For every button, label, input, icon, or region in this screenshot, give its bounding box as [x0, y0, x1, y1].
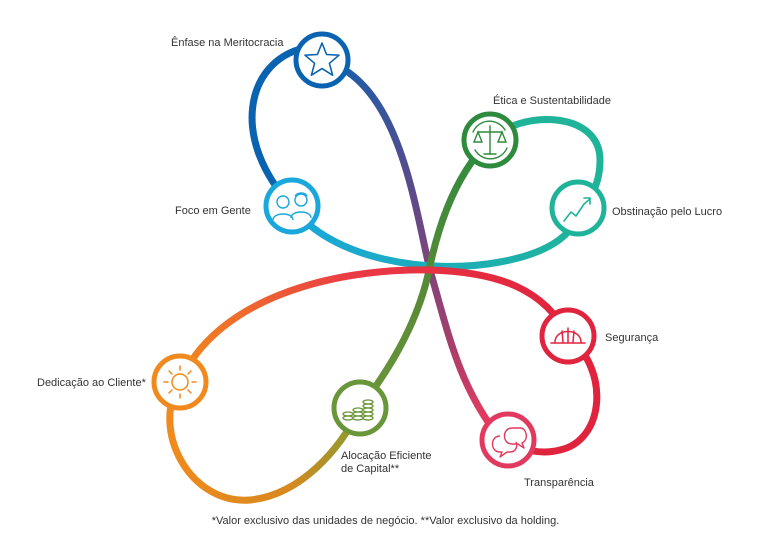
- scales-icon: [472, 120, 508, 160]
- node-transparencia: [479, 411, 537, 469]
- connecting-curves: [166, 44, 604, 504]
- node-lucro: [549, 179, 607, 237]
- footnote: *Valor exclusivo das unidades de negócio…: [211, 515, 560, 527]
- label-meritocracia: Ênfase na Meritocracia: [171, 37, 284, 49]
- speech-bubbles-icon: [491, 427, 527, 458]
- label-gente: Foco em Gente: [175, 205, 251, 217]
- label-cliente: Dedicação ao Cliente*: [37, 377, 146, 389]
- curve-meritocracia-gente: [248, 44, 308, 210]
- label-etica: Ética e Sustentabilidade: [493, 95, 612, 107]
- node-cliente: [151, 353, 209, 411]
- label-seguranca: Segurança: [605, 332, 659, 344]
- star-icon: [304, 42, 340, 76]
- label-lucro: Obstinação pelo Lucro: [612, 206, 723, 218]
- node-etica: [461, 111, 519, 169]
- chart-up-icon: [563, 197, 591, 222]
- hardhat-icon: [550, 327, 586, 344]
- node-meritocracia: [293, 31, 351, 89]
- node-alocacao: [331, 379, 389, 437]
- curve-cliente-seguranca: [176, 266, 572, 386]
- coins-icon: [342, 399, 374, 421]
- people-icon: [272, 192, 312, 221]
- label-transparencia: Transparência: [524, 477, 594, 489]
- label-alocacao: Alocação Eficiente de Capital**: [341, 450, 432, 475]
- sun-icon: [163, 365, 197, 399]
- node-seguranca: [539, 307, 597, 365]
- node-gente: [263, 177, 321, 235]
- curve-cliente-alocacao: [166, 378, 364, 504]
- curve-etica-alocacao: [356, 136, 494, 412]
